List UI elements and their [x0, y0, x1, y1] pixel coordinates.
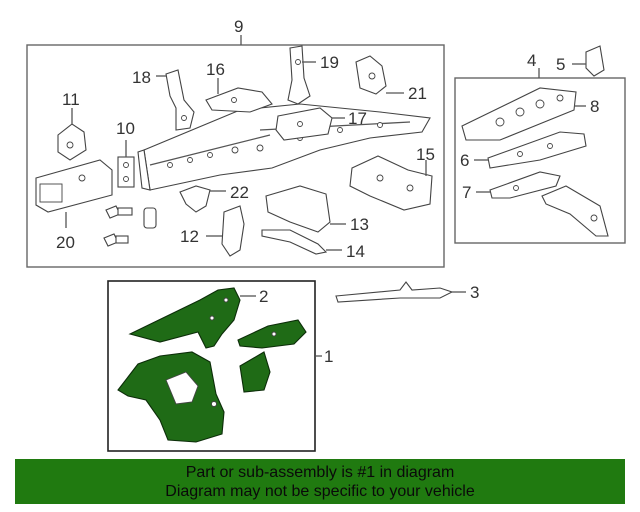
part-7[interactable] [476, 171, 561, 199]
callout-11[interactable]: 11 [62, 90, 80, 109]
callout-5[interactable]: 5 [556, 55, 565, 74]
part-3[interactable] [335, 281, 466, 303]
callout-9[interactable]: 9 [234, 17, 243, 36]
info-banner: Part or sub-assembly is #1 in diagram Di… [15, 459, 625, 504]
callout-8[interactable]: 8 [590, 97, 599, 116]
spacer[interactable] [143, 207, 157, 229]
callout-4[interactable]: 4 [527, 51, 536, 70]
callout-6[interactable]: 6 [460, 151, 469, 170]
part-11[interactable] [57, 108, 87, 161]
callout-13[interactable]: 13 [350, 215, 369, 234]
part-22[interactable] [179, 185, 226, 213]
bolt-lower[interactable] [103, 233, 129, 247]
callout-22[interactable]: 22 [230, 183, 249, 202]
part-6[interactable] [474, 131, 587, 169]
banner-line-1: Part or sub-assembly is #1 in diagram [185, 464, 455, 481]
part-19[interactable] [287, 45, 316, 105]
part-14[interactable] [261, 229, 342, 255]
callout-19[interactable]: 19 [320, 53, 339, 72]
callout-10[interactable]: 10 [116, 119, 135, 138]
part-10[interactable] [117, 140, 135, 188]
group-box-1 [107, 280, 316, 452]
part-16[interactable] [205, 78, 273, 113]
group-box-9 [26, 44, 445, 268]
part-15[interactable] [349, 155, 433, 211]
callout-14[interactable]: 14 [346, 242, 365, 261]
callout-18[interactable]: 18 [132, 68, 151, 87]
part-21[interactable] [355, 55, 404, 95]
part-4-bracket[interactable] [541, 185, 609, 237]
part-5[interactable] [572, 45, 605, 77]
main-rail-part[interactable] [137, 103, 431, 191]
callout-20[interactable]: 20 [56, 233, 75, 252]
callout-17[interactable]: 17 [348, 109, 367, 128]
callout-1[interactable]: 1 [324, 347, 333, 366]
callout-2[interactable]: 2 [259, 287, 268, 306]
callout-21[interactable]: 21 [408, 84, 427, 103]
callout-12[interactable]: 12 [180, 227, 199, 246]
part-18[interactable] [156, 69, 195, 131]
part-12[interactable] [206, 205, 245, 257]
banner-line-2: Diagram may not be specific to your vehi… [165, 483, 475, 500]
group-box-4 [454, 77, 626, 244]
callout-3[interactable]: 3 [470, 283, 479, 302]
callout-7[interactable]: 7 [462, 183, 471, 202]
callout-16[interactable]: 16 [206, 60, 225, 79]
part-17[interactable] [275, 107, 345, 141]
callout-15[interactable]: 15 [416, 145, 435, 164]
part-20[interactable] [35, 159, 113, 228]
part-13[interactable] [265, 185, 346, 233]
bolt-upper[interactable] [105, 205, 133, 219]
part-1-assembly[interactable] [117, 287, 307, 443]
part-8[interactable] [461, 87, 586, 141]
